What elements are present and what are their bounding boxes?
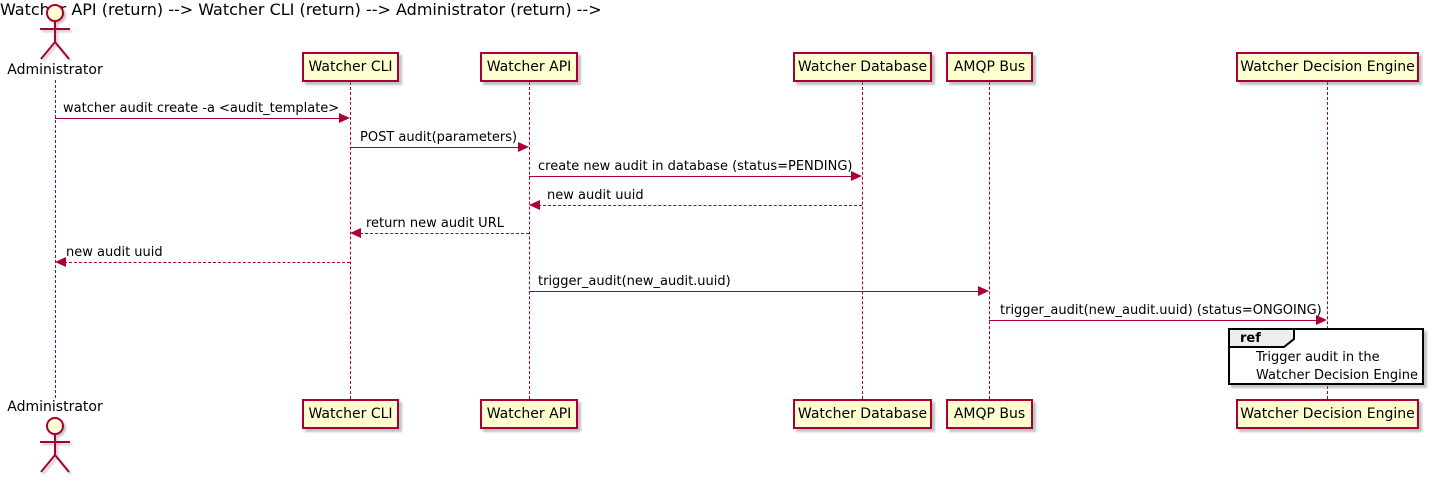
message-line — [989, 320, 1317, 321]
arrowhead-right-icon — [518, 142, 529, 152]
message-line — [360, 233, 529, 234]
lifeline-watcher-decision-engine — [1327, 82, 1328, 399]
participant-watcher-decision-engine-top: Watcher Decision Engine — [1236, 52, 1419, 82]
message-line — [55, 118, 342, 119]
ref-keyword: ref — [1240, 331, 1261, 346]
participant-amqp-bus-bottom: AMQP Bus — [946, 399, 1033, 429]
message-label: trigger_audit(new_audit.uuid) (status=ON… — [1000, 303, 1322, 318]
participant-watcher-cli-bottom: Watcher CLI — [302, 399, 399, 429]
message-line — [64, 262, 350, 263]
actor-name-bottom: Administrator — [7, 399, 103, 415]
lifeline-watcher-api — [529, 82, 530, 399]
ref-text-line2: Watcher Decision Engine — [1256, 368, 1418, 383]
ref-text: Trigger audit in the Watcher Decision En… — [1256, 349, 1418, 385]
ref-tab-pentagon-icon — [1228, 328, 1295, 348]
lifeline-amqp-bus — [989, 82, 990, 399]
message-label: new audit uuid — [66, 245, 163, 260]
participant-watcher-cli-top: Watcher CLI — [302, 52, 399, 82]
participant-watcher-database-top: Watcher Database — [793, 52, 932, 82]
arrowhead-right-icon — [1316, 315, 1327, 325]
arrowhead-right-icon — [339, 113, 350, 123]
participant-watcher-api-bottom: Watcher API — [480, 399, 578, 429]
message-label: create new audit in database (status=PEN… — [538, 159, 853, 174]
message-line — [350, 147, 520, 148]
message-label: new audit uuid — [547, 188, 644, 203]
arrowhead-left-icon — [529, 200, 540, 210]
message-label: trigger_audit(new_audit.uuid) — [538, 274, 731, 289]
message-line — [529, 176, 853, 177]
message-label: POST audit(parameters) — [360, 130, 518, 145]
lifeline-watcher-database — [862, 82, 863, 399]
ref-fragment: ref Trigger audit in the Watcher Decisio… — [1228, 328, 1424, 385]
administrator-actor-icon — [40, 4, 70, 60]
arrowhead-right-icon — [978, 286, 989, 296]
participant-watcher-database-bottom: Watcher Database — [793, 399, 932, 429]
arrowhead-left-icon — [350, 228, 361, 238]
administrator-actor-icon — [40, 417, 70, 473]
lifeline-administrator — [55, 80, 56, 398]
message-label: watcher audit create -a <audit_template> — [63, 101, 340, 116]
participant-watcher-decision-engine-bottom: Watcher Decision Engine — [1236, 399, 1419, 429]
message-label: return new audit URL — [366, 216, 504, 231]
message-line — [538, 205, 862, 206]
arrowhead-left-icon — [55, 257, 66, 267]
participant-watcher-api-top: Watcher API — [480, 52, 578, 82]
message-line — [529, 291, 979, 292]
arrowhead-right-icon — [851, 171, 862, 181]
actor-name-top: Administrator — [7, 62, 103, 78]
participant-amqp-bus-top: AMQP Bus — [946, 52, 1033, 82]
lifeline-watcher-cli — [350, 82, 351, 399]
ref-text-line1: Trigger audit in the — [1256, 350, 1380, 365]
